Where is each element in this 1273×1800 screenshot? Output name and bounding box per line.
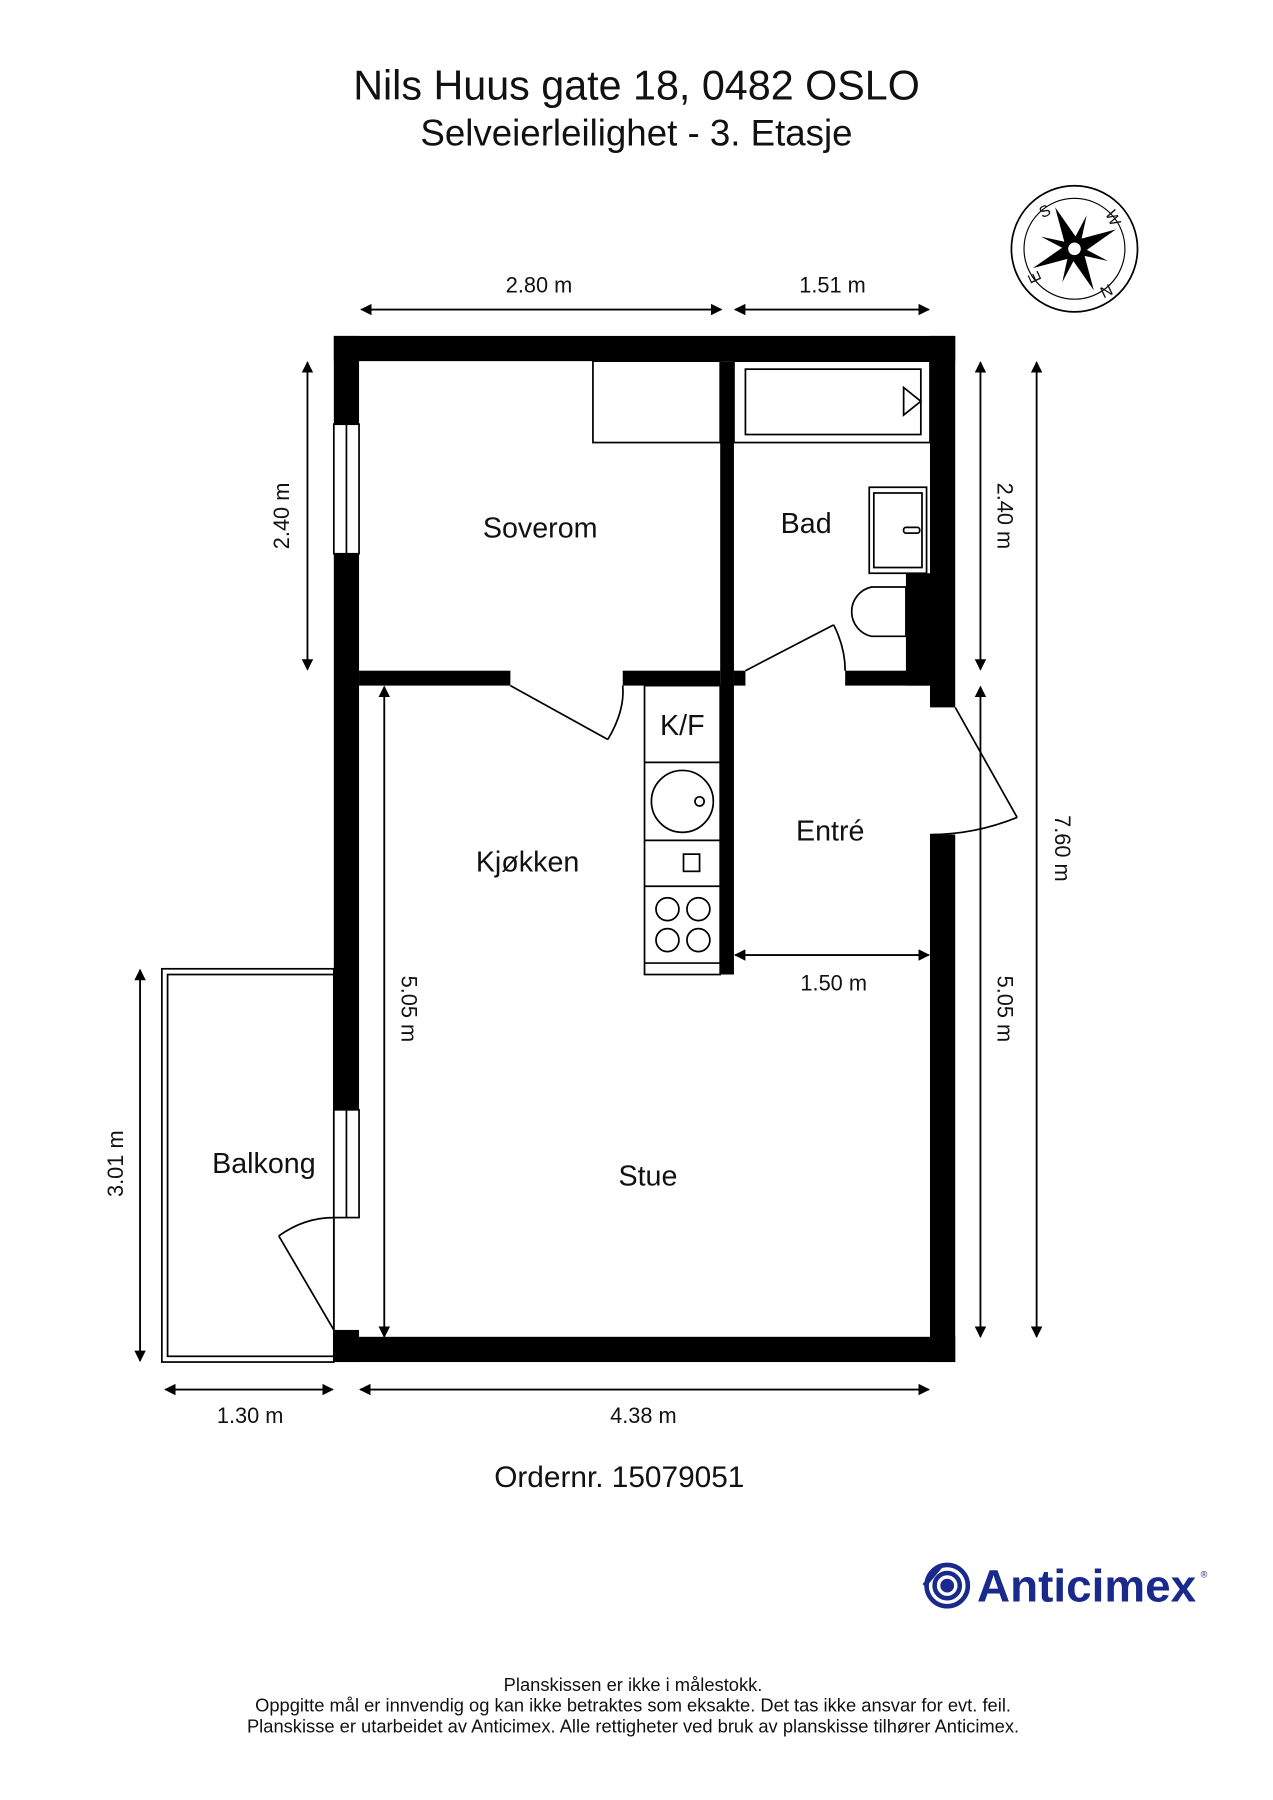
registered-mark: ® — [1201, 1570, 1208, 1580]
balcony — [160, 967, 335, 1363]
window-stue — [332, 1108, 360, 1219]
door-soverom — [509, 684, 624, 741]
room-balkong: Balkong — [212, 1148, 316, 1180]
kitchen-counter — [643, 684, 722, 976]
dim-balkong-height: 3.01 m — [103, 1130, 128, 1197]
room-entre: Entré — [796, 815, 865, 847]
page-title: Nils Huus gate 18, 0482 OSLO — [353, 63, 920, 109]
bathtub — [733, 360, 931, 444]
dim-top-bad: 1.51 m — [799, 272, 866, 297]
dim-right-total: 7.60 m — [1050, 815, 1075, 882]
room-bad: Bad — [781, 508, 832, 540]
walls — [333, 335, 956, 1363]
anticimex-logo-text: Anticimex — [977, 1560, 1197, 1612]
dim-entre-width: 1.50 m — [800, 971, 867, 996]
dim-inner-stue: 5.05 m — [396, 976, 421, 1043]
dim-right-stue: 5.05 m — [993, 976, 1018, 1043]
anticimex-logo: Anticimex ® — [922, 1560, 1208, 1612]
footer-line-3: Planskisse er utarbeidet av Anticimex. A… — [247, 1715, 1019, 1736]
room-kjokken: Kjøkken — [476, 846, 580, 878]
dimension-lines — [134, 303, 1043, 1396]
dim-top-soverom: 2.80 m — [506, 272, 573, 297]
room-stue: Stue — [618, 1160, 677, 1192]
compass-icon: S W N E — [1010, 184, 1139, 313]
door-bad — [745, 624, 847, 672]
dim-bottom-total: 4.38 m — [610, 1403, 677, 1428]
room-kf: K/F — [660, 710, 705, 742]
door-entre — [930, 706, 1018, 836]
wardrobe — [592, 360, 722, 444]
dim-left-soverom: 2.40 m — [269, 483, 294, 550]
dim-balkong-width: 1.30 m — [217, 1403, 284, 1428]
page-subtitle: Selveierleilighet - 3. Etasje — [420, 113, 852, 154]
footer-line-1: Planskissen er ikke i målestokk. — [504, 1674, 763, 1695]
toilet — [850, 586, 907, 638]
room-soverom: Soverom — [483, 513, 598, 545]
anticimex-logo-icon — [922, 1562, 971, 1609]
order-number: Ordernr. 15079051 — [494, 1461, 744, 1494]
bathroom-sink — [868, 486, 928, 575]
window-soverom — [332, 423, 360, 555]
dim-right-bad: 2.40 m — [993, 483, 1018, 550]
door-balkong — [278, 1216, 335, 1331]
footer-line-2: Oppgitte mål er innvendig og kan ikke be… — [255, 1695, 1011, 1716]
